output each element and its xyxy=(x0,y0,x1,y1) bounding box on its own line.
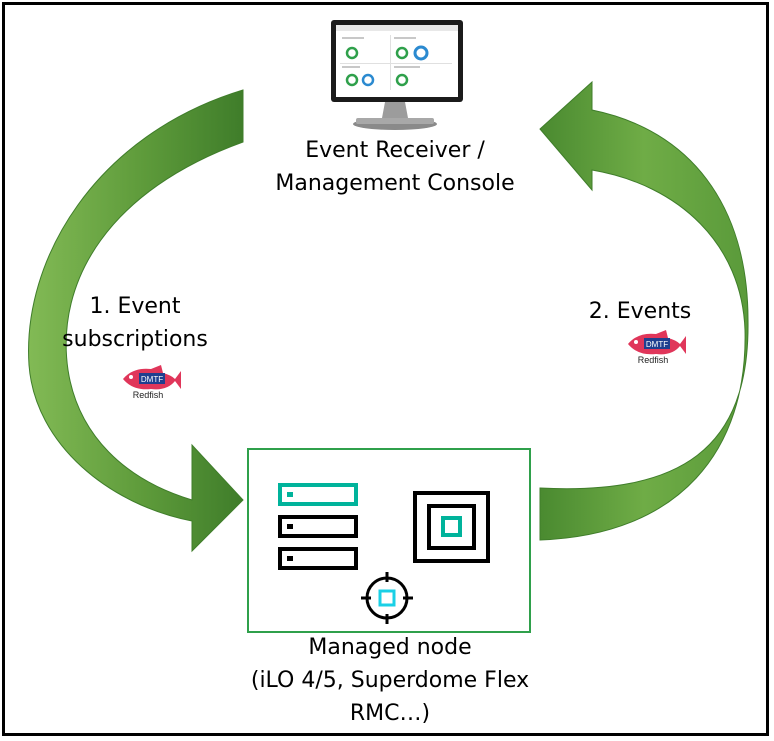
redfish-logo-right: DMTF Redfish xyxy=(628,330,686,365)
events-label: 2. Events xyxy=(570,295,710,328)
target-icon xyxy=(361,572,413,624)
chip-icon xyxy=(413,491,490,563)
node-label: Managed node (iLO 4/5, Superdome Flex RM… xyxy=(220,631,560,730)
svg-text:DMTF: DMTF xyxy=(141,375,163,384)
monitor-icon xyxy=(331,20,463,130)
events-label-line1: 2. Events xyxy=(588,299,692,324)
svg-text:Redfish: Redfish xyxy=(638,355,669,365)
svg-text:DMTF: DMTF xyxy=(646,340,668,349)
subscription-label: 1. Event subscriptions xyxy=(40,290,230,356)
console-label: Event Receiver / Management Console xyxy=(250,134,540,200)
node-label-line3: RMC…) xyxy=(349,701,431,726)
dashboard-widgets-icon xyxy=(340,35,452,90)
svg-text:Redfish: Redfish xyxy=(133,390,164,400)
events-arrow xyxy=(539,80,749,541)
node-label-line2: (iLO 4/5, Superdome Flex xyxy=(250,668,530,693)
console-label-line2: Management Console xyxy=(275,171,515,196)
managed-node-box xyxy=(247,448,531,633)
node-label-line1: Managed node xyxy=(308,635,472,660)
subscription-label-line2: subscriptions xyxy=(62,327,208,352)
subscription-arrow xyxy=(28,89,244,553)
server-stack-icon xyxy=(278,483,358,570)
subscription-label-line1: 1. Event xyxy=(89,294,181,319)
redfish-logo-left: DMTF Redfish xyxy=(123,365,181,400)
console-label-line1: Event Receiver / xyxy=(305,138,485,163)
